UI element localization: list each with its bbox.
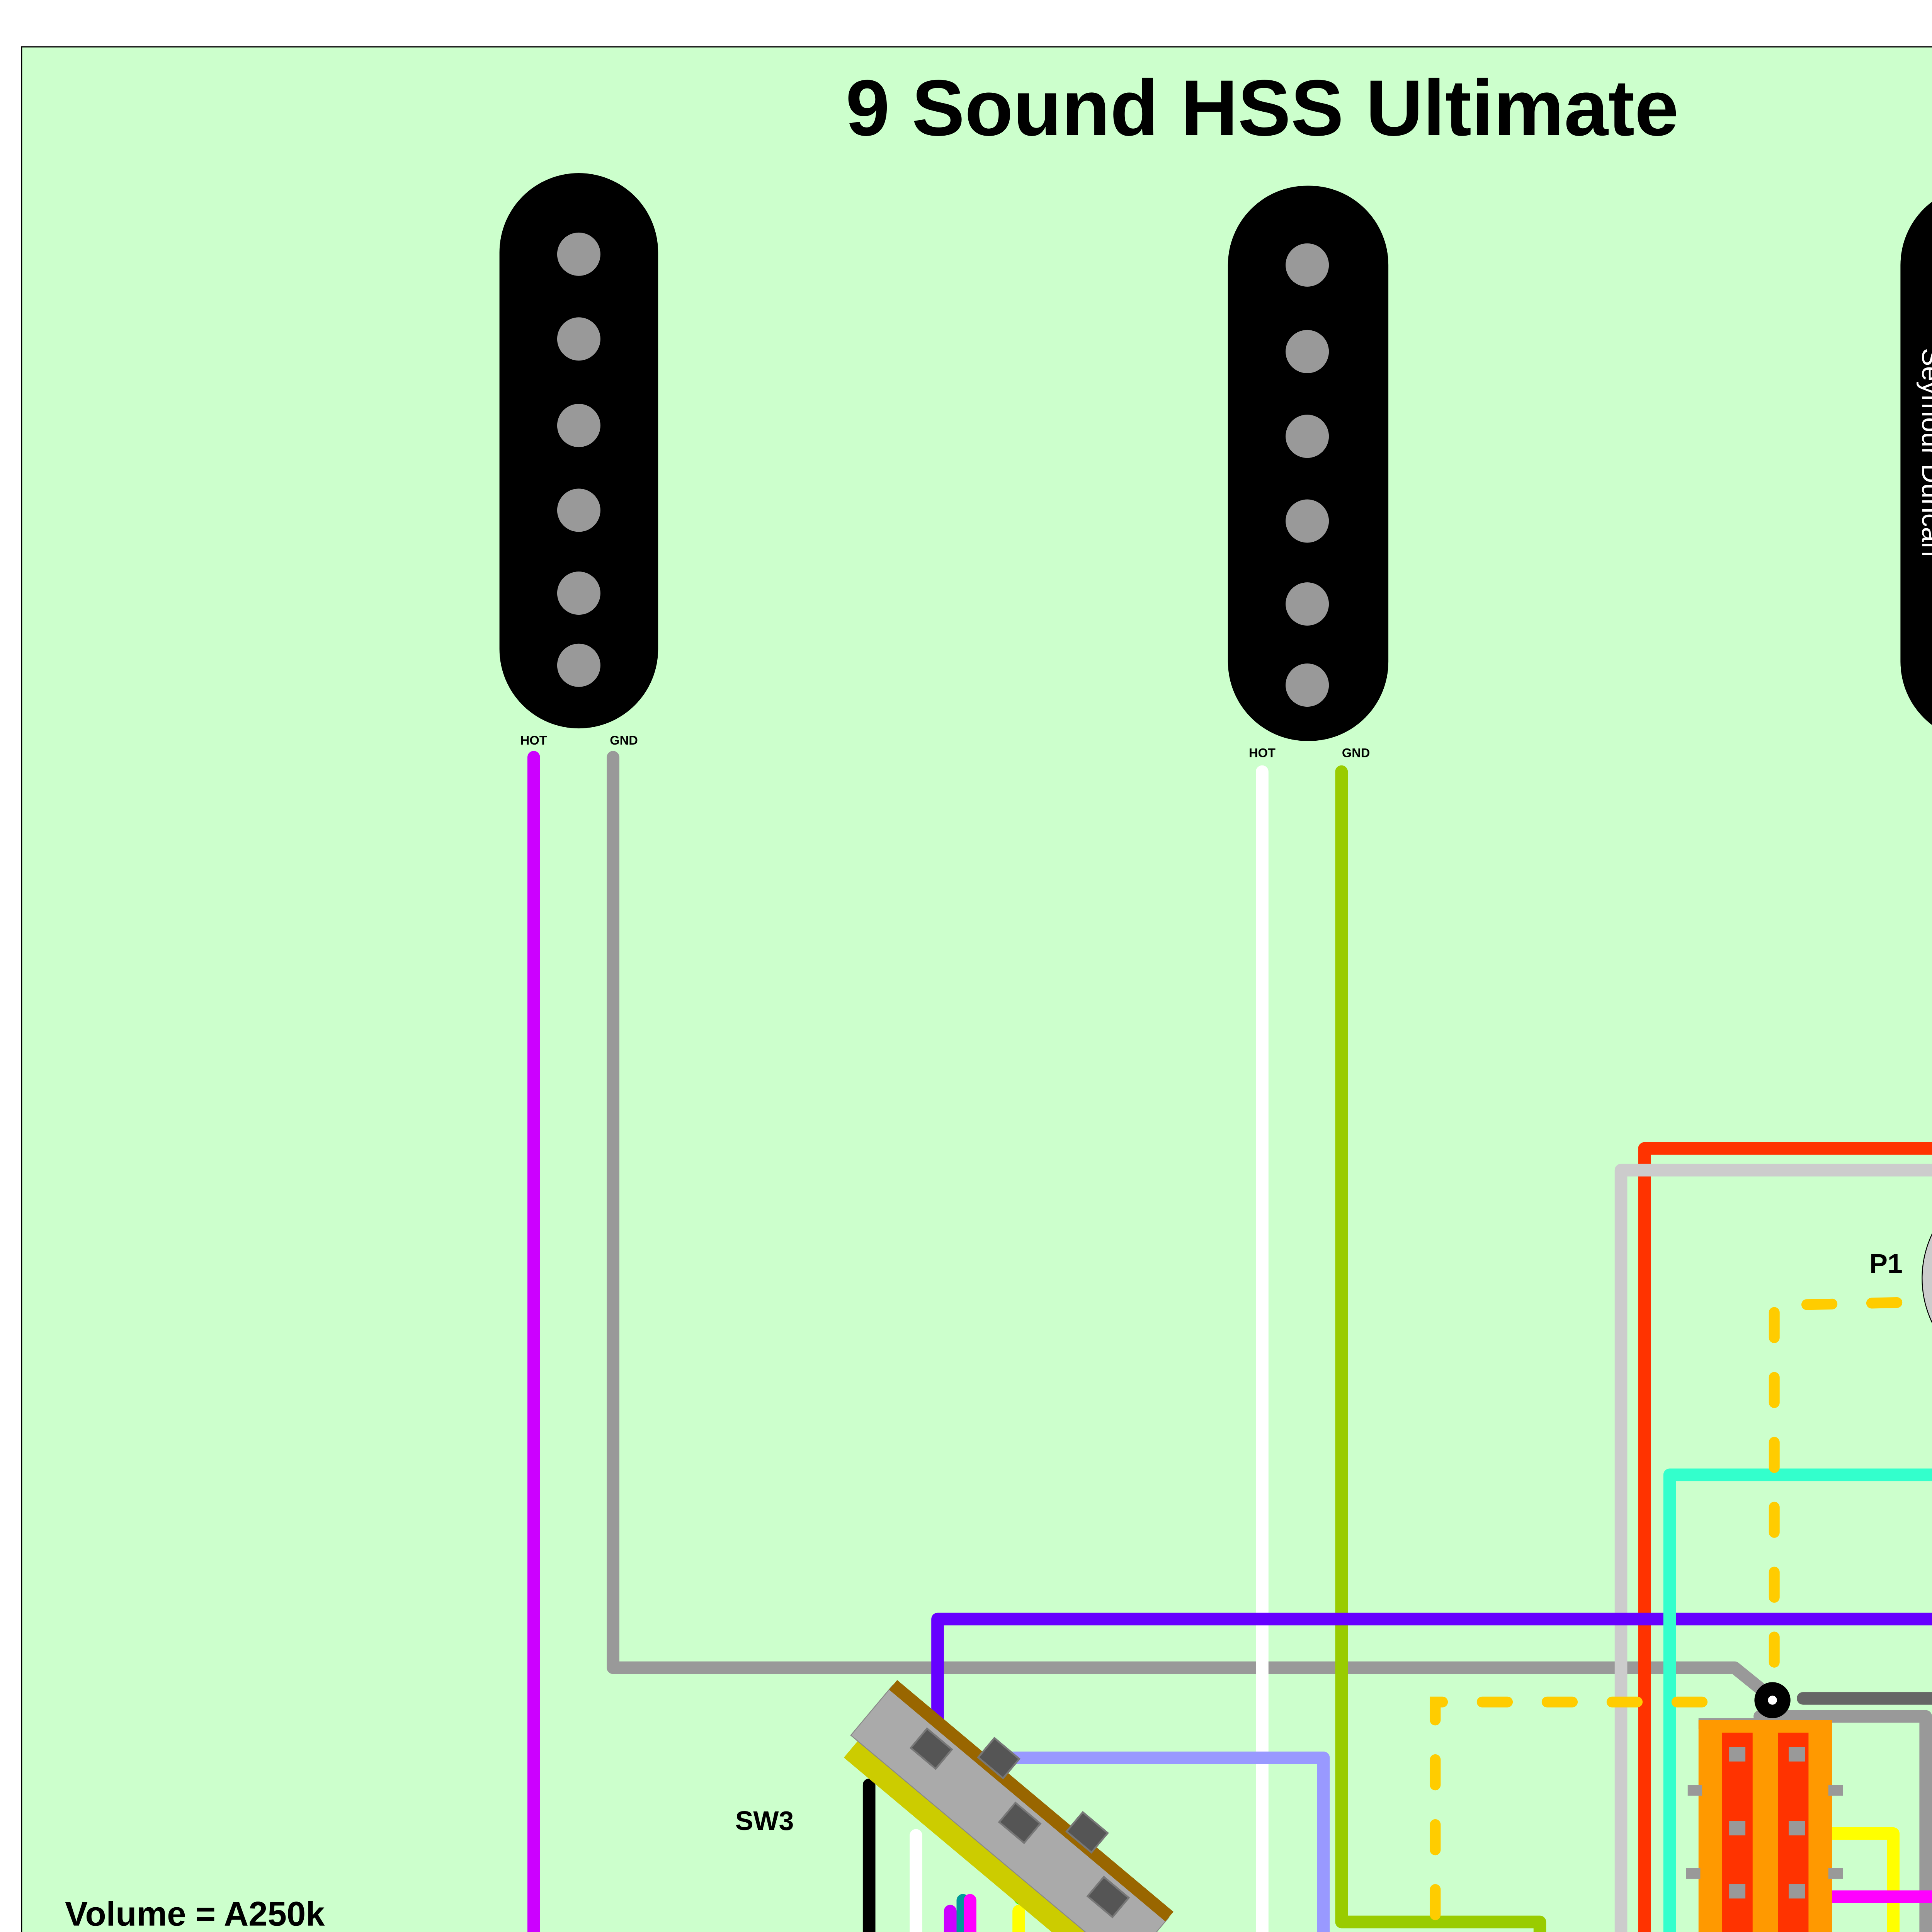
wire-neck-hot [527,751,957,1932]
wire-p1-to-sw1 [1663,1468,1932,1932]
middle-pole-pieces [1286,243,1329,707]
spec-line: Volume = A250k [65,1895,325,1932]
pole-piece [557,571,600,615]
middle-pickup-body [1228,185,1389,741]
middle-pickup: HOT GND [1228,185,1389,760]
middle-hot-label: HOT [1249,746,1276,760]
sw3-lugs [909,1727,1130,1918]
sw3-label: SW3 [735,1806,794,1836]
switch-sw1: SW1 22nF [1686,1682,1843,1932]
bridge-humbucker: Seymour Duncan Br SS SF NF NS [1900,202,1932,725]
wire-neck-gnd [607,751,1779,1705]
pole-piece [1286,663,1329,707]
wire-sw1-ground-bus [1753,1710,1932,1932]
neck-pickup-body [499,173,658,729]
pole-piece [1286,243,1329,287]
switch-sw3: SW3 [735,1680,1173,1932]
wire-middle-gnd [1335,765,1546,1932]
brand-label: Seymour Duncan [1916,348,1932,557]
dashed-ground-lines [1430,1296,1932,1932]
neck-pickup: HOT GND [499,173,658,747]
p1-label: P1 [1869,1248,1903,1279]
pole-piece [1286,499,1329,543]
component-specs: Volume = A250k SW1 = A250k SW2 = A250k H… [65,1895,325,1932]
neck-pole-pieces [557,232,600,687]
wire-volume-to-sw3 [931,1612,1932,1764]
humbucker-coil-screw [1900,202,1932,725]
wire-sw3-to-sw1-yellow [1012,1827,1900,1932]
wire-bridge-nf [1614,1163,1932,1932]
dashed-line-sw1-to-sw2 [1430,1696,1708,1932]
wire-middle-hot [910,765,1269,1932]
wire-bridge-sf [1638,1142,1932,1932]
pole-piece [1286,330,1329,373]
pot-body [1922,1233,1932,1323]
sw1-lugs [1686,1747,1843,1899]
pole-piece [557,404,600,447]
pole-piece [557,317,600,361]
pole-piece [557,488,600,532]
neck-hot-label: HOT [520,733,547,747]
wires [527,751,1932,1932]
pole-piece [1286,582,1329,626]
pole-piece [1286,415,1329,458]
sw3-blade [889,1680,1173,1922]
middle-gnd-label: GND [1342,746,1370,760]
pole-piece [557,643,600,687]
sw1-body [1698,1720,1832,1932]
pole-piece [557,232,600,276]
volume-pot-p1: P1 100k 1nF [1869,1233,1932,1323]
neck-gnd-label: GND [610,733,638,747]
wire-sw3-to-sw2-lavender [940,1752,1330,1932]
wire-jack-ground [1797,1692,1932,1705]
diagram-title: 9 Sound HSS Ultimate [845,63,1679,152]
